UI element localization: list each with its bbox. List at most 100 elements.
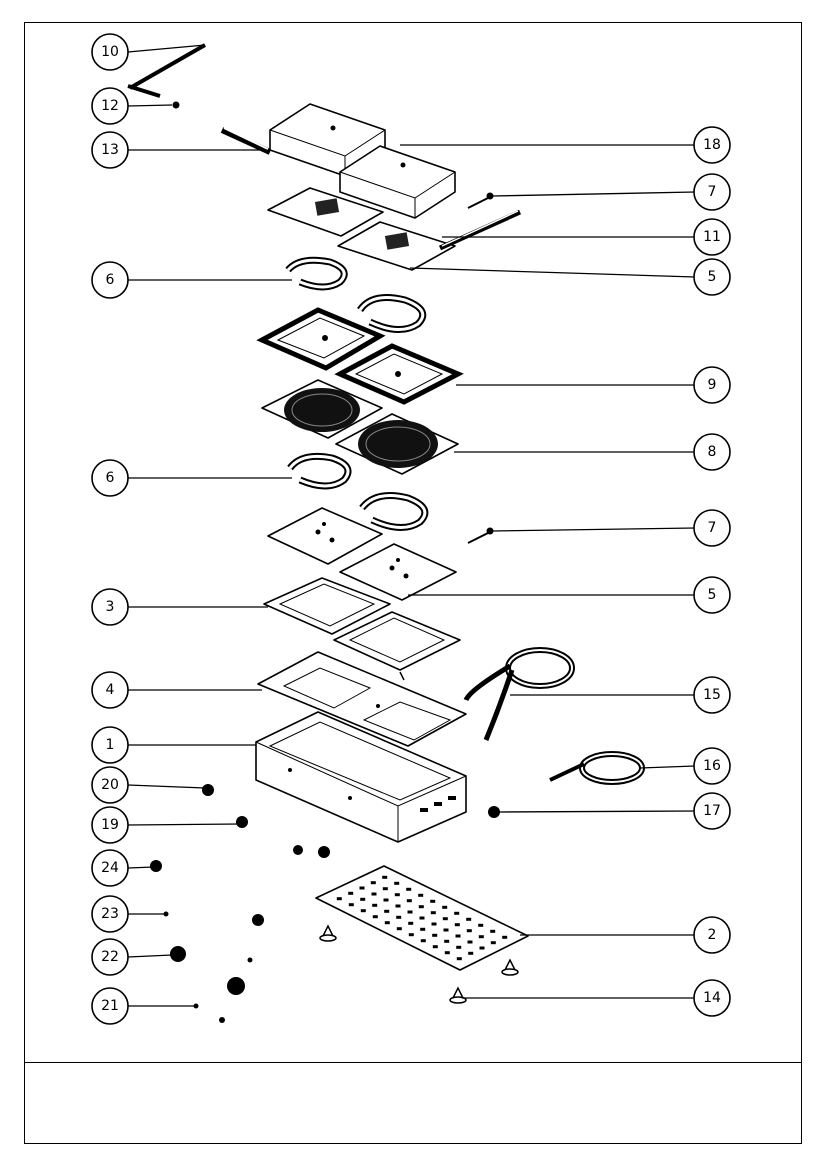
- perforation-hole: [372, 915, 378, 919]
- svg-text:15: 15: [703, 687, 721, 703]
- perforation-hole: [418, 893, 424, 897]
- perforation-hole: [384, 909, 390, 913]
- perforation-hole: [408, 933, 414, 937]
- part-9-griddle-frames: [256, 307, 464, 405]
- perforation-hole: [406, 887, 412, 891]
- perforation-hole: [442, 905, 448, 909]
- svg-text:23: 23: [101, 906, 119, 922]
- base-plate-holes: [336, 875, 508, 961]
- svg-text:22: 22: [101, 949, 119, 965]
- callout-3: 3: [91, 588, 129, 626]
- svg-text:7: 7: [708, 520, 717, 536]
- callout-21: 21: [91, 987, 129, 1025]
- callout-14: 14: [693, 979, 731, 1017]
- perforation-hole: [382, 887, 388, 891]
- footer-divider: [24, 1062, 802, 1063]
- callout-6-lower: 6: [91, 459, 129, 497]
- perforation-hole: [360, 897, 366, 901]
- svg-text:24: 24: [101, 860, 119, 876]
- part-5-base-plates: [267, 507, 457, 601]
- part-10-hex-key: [127, 43, 206, 98]
- part-6-heating-element-upper: [285, 256, 427, 333]
- part-15-power-cord: [463, 647, 575, 741]
- perforation-hole: [456, 945, 462, 949]
- perforation-hole: [419, 916, 425, 920]
- callout-17: 17: [693, 792, 731, 830]
- svg-text:5: 5: [708, 587, 717, 603]
- perforation-hole: [432, 933, 438, 937]
- svg-text:21: 21: [101, 998, 119, 1014]
- svg-text:17: 17: [703, 803, 721, 819]
- perforation-hole: [372, 903, 378, 907]
- callout-1: 1: [91, 726, 129, 764]
- perforation-hole: [382, 875, 388, 879]
- part-7-screw-lower: [467, 527, 494, 544]
- part-6-heating-element-lower: [287, 452, 429, 531]
- svg-text:6: 6: [106, 272, 115, 288]
- part-12-screw: [172, 101, 180, 109]
- perforation-hole: [479, 946, 485, 950]
- callout-5-upper: 5: [693, 258, 731, 296]
- callout-24: 24: [91, 849, 129, 887]
- part-2-base-plate: [315, 865, 529, 971]
- part-3-trays: [263, 577, 461, 681]
- perforation-hole: [478, 935, 484, 939]
- callouts: 10 12 13 6 6 3 4 1 20 19 24 23 22 21 18 …: [91, 33, 731, 1025]
- callout-20: 20: [91, 766, 129, 804]
- perforation-hole: [408, 921, 414, 925]
- small-parts: [150, 784, 330, 1023]
- perforation-hole: [394, 893, 400, 897]
- perforation-hole: [466, 917, 472, 921]
- perforation-hole: [444, 939, 450, 943]
- callout-18: 18: [693, 126, 731, 164]
- perforation-hole: [359, 886, 365, 890]
- perforation-hole: [430, 899, 436, 903]
- perforation-hole: [383, 898, 389, 902]
- perforation-hole: [370, 881, 376, 885]
- perforation-hole: [490, 929, 496, 933]
- perforation-hole: [336, 897, 342, 901]
- leader-lines: [127, 44, 696, 1007]
- svg-text:18: 18: [703, 137, 721, 153]
- perforation-hole: [348, 891, 354, 895]
- svg-text:7: 7: [708, 184, 717, 200]
- callout-22: 22: [91, 938, 129, 976]
- callout-23: 23: [91, 895, 129, 933]
- perforation-hole: [396, 915, 402, 919]
- perforation-hole: [456, 957, 462, 961]
- svg-text:14: 14: [703, 990, 721, 1006]
- part-1-housing: [255, 711, 467, 843]
- perforation-hole: [444, 951, 450, 955]
- perforation-hole: [420, 939, 426, 943]
- callout-7-upper: 7: [693, 173, 731, 211]
- callout-10: 10: [91, 33, 129, 71]
- perforation-hole: [454, 911, 460, 915]
- svg-text:20: 20: [101, 777, 119, 793]
- perforation-hole: [418, 905, 424, 909]
- part-17-grommet: [488, 806, 500, 818]
- perforation-hole: [432, 945, 438, 949]
- perforation-hole: [384, 921, 390, 925]
- perforation-hole: [467, 940, 473, 944]
- callout-16: 16: [693, 747, 731, 785]
- perforation-hole: [420, 927, 426, 931]
- part-8-fan-plates: [261, 379, 459, 475]
- perforation-hole: [371, 892, 377, 896]
- perforation-hole: [406, 899, 412, 903]
- svg-text:5: 5: [708, 269, 717, 285]
- perforation-hole: [396, 927, 402, 931]
- part-11-upper-plates: [267, 187, 522, 271]
- perforation-hole: [455, 934, 461, 938]
- callout-7-lower: 7: [693, 509, 731, 547]
- page-frame: [24, 22, 802, 1144]
- svg-text:2: 2: [708, 927, 717, 943]
- perforation-hole: [430, 911, 436, 915]
- callout-8: 8: [693, 433, 731, 471]
- perforation-hole: [502, 935, 508, 939]
- svg-text:16: 16: [703, 758, 721, 774]
- part-13-rod: [220, 127, 272, 155]
- callout-6-upper: 6: [91, 261, 129, 299]
- perforation-hole: [490, 941, 496, 945]
- callout-2: 2: [693, 916, 731, 954]
